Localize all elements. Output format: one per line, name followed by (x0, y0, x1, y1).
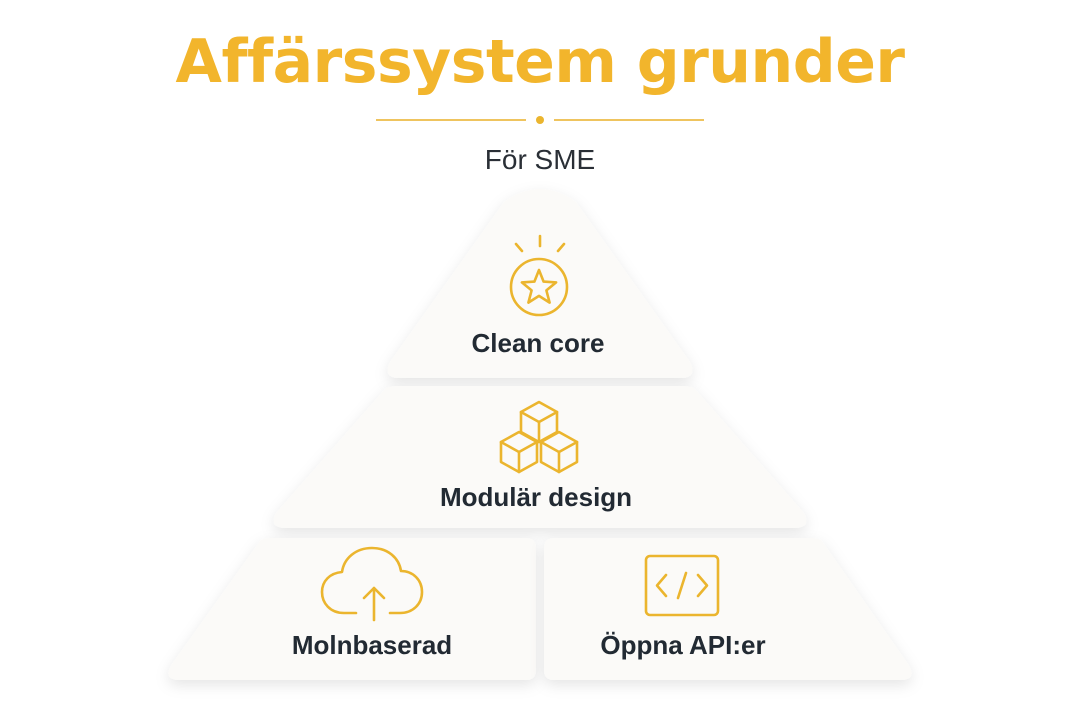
page-subtitle: För SME (484, 144, 596, 175)
tier-open-apis: Öppna API:er (544, 538, 912, 680)
page-title: Affärssystem grunder (175, 27, 905, 97)
tier-clean-core: Clean core (387, 189, 693, 378)
divider-line-left (376, 119, 526, 121)
tier-open-apis-label: Öppna API:er (600, 630, 765, 660)
tier-open-apis-shape (544, 538, 912, 680)
tier-clean-core-shape (387, 189, 693, 378)
tier-cloud-based: Molnbaserad (168, 538, 536, 680)
divider-line-right (554, 119, 704, 121)
divider-dot (536, 116, 544, 124)
cloud-upload-icon (320, 546, 424, 622)
tier-clean-core-label: Clean core (472, 328, 605, 358)
tier-modular-design-label: Modulär design (440, 482, 632, 512)
tier-cloud-based-shape (168, 538, 536, 680)
code-icon (644, 554, 720, 617)
tier-cloud-based-label: Molnbaserad (292, 630, 452, 660)
star-badge-icon (509, 234, 569, 317)
tier-modular-design: Modulär design (273, 386, 807, 528)
cubes-icon (499, 400, 579, 474)
